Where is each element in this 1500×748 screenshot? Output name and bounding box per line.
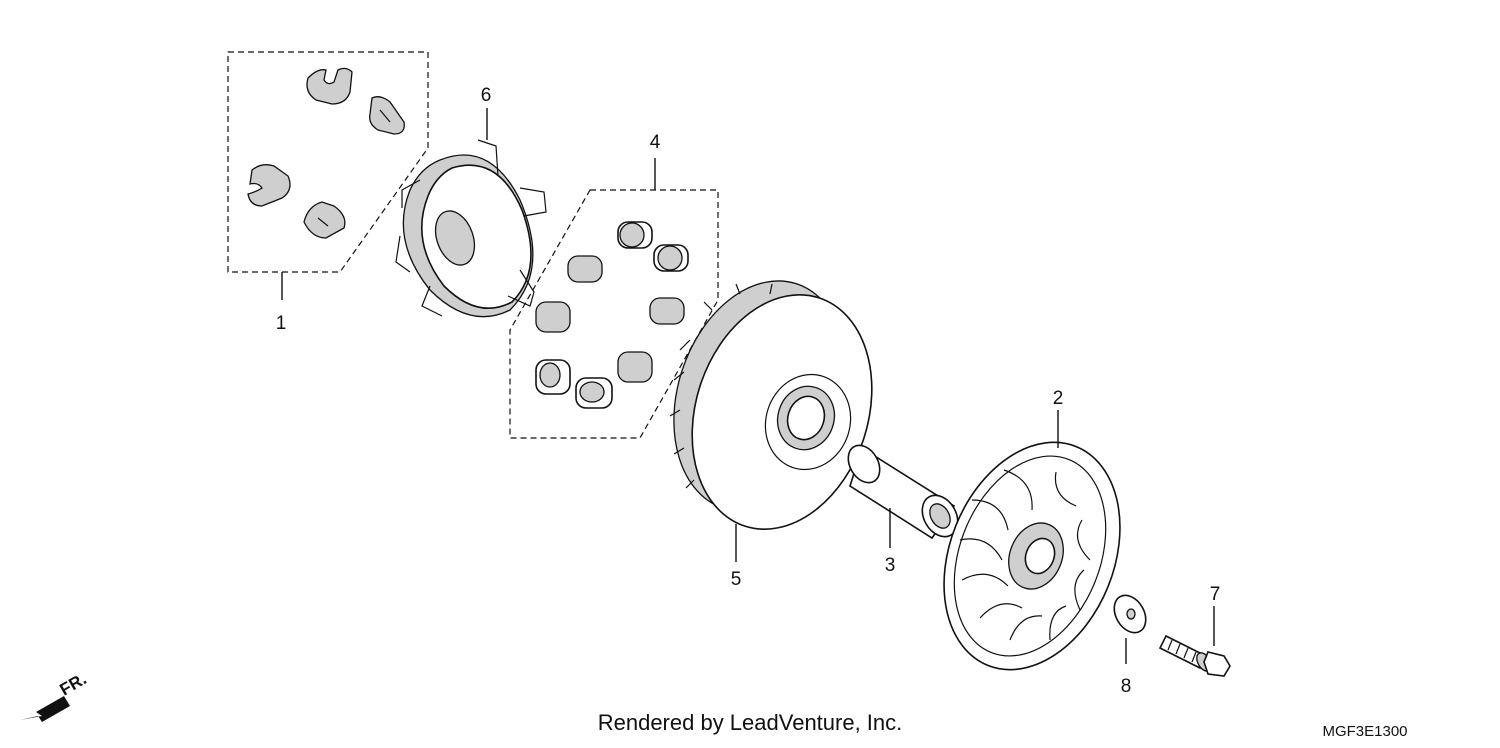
slider-piece <box>303 201 346 239</box>
part-7-flange-bolt[interactable]: 7 <box>1158 584 1231 677</box>
part-1-slider-pieces[interactable]: 1 <box>227 51 429 334</box>
footer-credit: Rendered by LeadVenture, Inc. <box>598 710 903 735</box>
roller-weight <box>617 221 653 249</box>
roller-weight <box>649 297 685 325</box>
part-8-washer[interactable]: 8 <box>1108 590 1152 697</box>
callout-5: 5 <box>731 569 742 590</box>
diagram-code: MGF3E1300 <box>1322 723 1407 740</box>
part-5-drive-face[interactable]: 5 <box>646 258 901 590</box>
callout-7: 7 <box>1210 584 1221 605</box>
slider-piece <box>369 96 405 135</box>
roller-weight <box>535 301 571 333</box>
roller-weight <box>653 244 689 272</box>
roller-weight <box>567 255 603 283</box>
slider-piece <box>247 164 291 207</box>
part-6-ramp-plate[interactable]: 6 <box>395 85 547 318</box>
front-direction-arrow: FR. <box>20 669 90 722</box>
slider-piece <box>306 67 353 105</box>
fr-label: FR. <box>57 669 90 699</box>
callout-8: 8 <box>1121 676 1132 697</box>
callout-4: 4 <box>650 132 661 153</box>
part-3-collar[interactable]: 3 <box>842 440 965 576</box>
part-4-roller-weights[interactable]: 4 <box>509 132 719 439</box>
roller-weight <box>575 377 613 409</box>
callout-2: 2 <box>1053 388 1064 409</box>
roller-weight <box>617 351 653 383</box>
callout-6: 6 <box>481 85 492 106</box>
part-2-fan-face[interactable]: 2 <box>912 388 1152 696</box>
callout-1: 1 <box>276 313 287 334</box>
roller-weight <box>535 359 571 395</box>
callout-3: 3 <box>885 555 896 576</box>
